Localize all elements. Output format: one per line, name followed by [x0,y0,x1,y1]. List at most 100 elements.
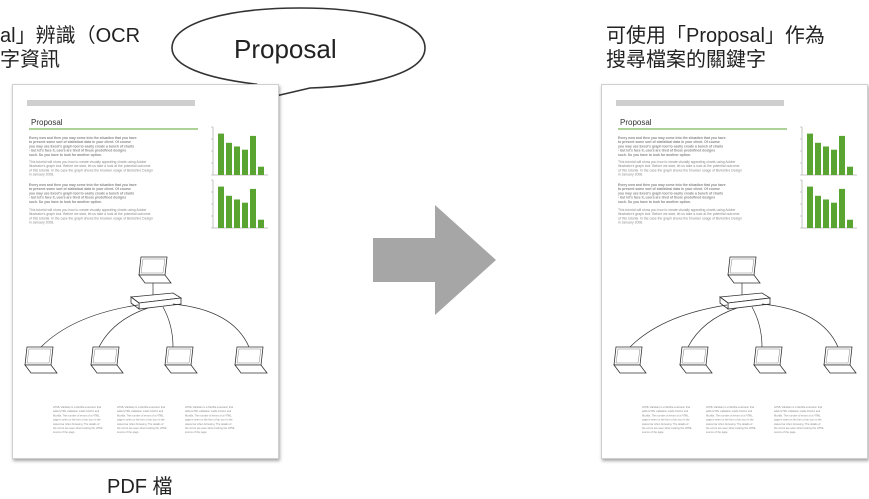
chart-bar [815,195,821,228]
doc-text-line: in January 2008. [29,173,54,177]
chart-bar [226,142,232,175]
column-text-line: source of the page. [117,430,139,434]
bar-chart-1 [211,126,268,176]
column-text-line: source of the page. [774,430,796,434]
doc-text-line: in January 2008. [29,221,54,225]
laptop-icon [90,346,124,374]
ocr-caption: al」辨識（OCR 字資訊 [0,25,141,71]
column-text-line: source of the page. [706,430,728,434]
doc-text-line: This tutorial will show you how to creat… [618,208,735,212]
laptop-icon [823,346,857,374]
doc-text-line: to present some sort of statistical data… [618,140,720,144]
column-text-line: the errors are seen when looking the HTM… [53,426,103,430]
column-text-line: Mozilla. The number of errors of a HTML [117,413,164,417]
doc-text-line: - but let's face it, users are tired of … [618,149,715,153]
column-text-line: adds HTML validation inside Firefox and [706,409,753,413]
doc-text: Every now and then you may come into the… [29,136,153,225]
doc-title: Proposal [31,118,63,127]
chart-bar [831,202,837,228]
chart-bar [234,146,240,175]
doc-text-line: to present some sort of statistical data… [29,140,131,144]
doc-text-line: of this tutorial. In the case the graph … [618,216,742,220]
column-text-line: page is seen on the form of an icon in t… [706,418,754,422]
column-text-line: page is seen on the form of an icon in t… [185,418,233,422]
column-text-line: page is seen on the form of an icon in t… [53,418,101,422]
doc-text-line: Every now and then you may come into the… [618,136,726,140]
chart-bar [250,135,256,175]
column-text-line: source of the page. [642,430,664,434]
bar-chart-2 [211,179,268,229]
column-text-line: Mozilla. The number of errors of a HTML [642,413,689,417]
doc-columns: HTML Validator is a Mozilla extension th… [53,405,235,434]
doc-text-line: such. So you have to look for another op… [618,200,691,204]
network-switch-icon [129,292,183,310]
column-text-line: page is seen on the form of an icon in t… [774,418,822,422]
doc-text-line: you may use Excel's graph tool to easily… [618,191,723,195]
column-text-line: Mozilla. The number of errors of a HTML [185,413,232,417]
column-text-line: HTML Validator is a Mozilla extension th… [117,405,165,409]
laptop-icon [679,346,713,374]
doc-text-line: of this tutorial. In the case the graph … [29,168,153,172]
chart-bar [847,219,853,228]
doc-text-line: in January 2008. [618,173,643,177]
column-text-line: page is seen on the form of an icon in t… [117,418,165,422]
chart-bar [242,149,248,175]
doc-text-line: of this tutorial. In the case the graph … [29,216,153,220]
column-text-line: HTML Validator is a Mozilla extension th… [774,405,822,409]
column-text-line: status bar when browsing. The details of [53,422,100,426]
doc-text-line: This tutorial will show you how to creat… [29,160,146,164]
doc-text-line: This tutorial will show you how to creat… [29,208,146,212]
chart-bar [823,199,829,228]
doc-text-line: such. So you have to look for another op… [29,200,102,204]
bubble-text: Proposal [234,34,337,64]
chart-bar [250,188,256,228]
column-text-line: the errors are seen when looking the HTM… [774,426,824,430]
column-text-line: source of the page. [185,430,207,434]
doc-text-line: such. So you have to look for another op… [618,153,691,157]
doc-text: Every now and then you may come into the… [618,136,742,225]
column-text-line: adds HTML validation inside Firefox and [117,409,164,413]
column-text-line: page is seen on the form of an icon in t… [642,418,690,422]
chart-bar [218,186,224,228]
column-text-line: HTML Validator is a Mozilla extension th… [53,405,101,409]
column-text-line: status bar when browsing. The details of [185,422,232,426]
column-text-line: source of the page. [53,430,75,434]
network-switch-icon [718,292,772,310]
laptop-icon [138,256,172,284]
doc-text-line: This tutorial will show you how to creat… [618,160,735,164]
column-text-line: adds HTML validation inside Firefox and [774,409,821,413]
column-text-line: the errors are seen when looking the HTM… [117,426,167,430]
doc-text-line: such. So you have to look for another op… [29,153,102,157]
column-text-line: adds HTML validation inside Firefox and [53,409,100,413]
doc-text-line: Every now and then you may come into the… [29,183,137,187]
chart-bar [218,133,224,175]
doc-text-line: Illustrator's graph tool. Before we star… [618,212,740,216]
column-text-line: status bar when browsing. The details of [642,422,689,426]
doc-text-line: - but let's face it, users are tired of … [29,149,126,153]
column-text-line: Mozilla. The number of errors of a HTML [53,413,100,417]
chart-bar [807,186,813,228]
laptop-icon [164,346,198,374]
doc-text-line: you may use Excel's graph tool to easily… [29,144,134,148]
column-text-line: HTML Validator is a Mozilla extension th… [185,405,233,409]
laptop-icon [24,346,58,374]
chart-bar [831,149,837,175]
doc-columns: HTML Validator is a Mozilla extension th… [642,405,824,434]
network-diagram [613,256,857,374]
pdf-file-label: PDF 檔 [107,476,173,498]
column-text-line: the errors are seen when looking the HTM… [642,426,692,430]
doc-text-line: - but let's face it, users are tired of … [29,196,126,200]
column-text-line: the errors are seen when looking the HTM… [185,426,235,430]
doc-text-line: to present some sort of statistical data… [29,187,131,191]
column-text-line: adds HTML validation inside Firefox and [642,409,689,413]
doc-text-line: you may use Excel's graph tool to easily… [618,144,723,148]
laptop-icon [234,346,268,374]
laptop-icon [727,256,761,284]
column-text-line: the errors are seen when looking the HTM… [706,426,756,430]
chart-bar [815,142,821,175]
network-cables [629,283,839,348]
doc-text-line: Every now and then you may come into the… [618,183,726,187]
column-text-line: status bar when browsing. The details of [117,422,164,426]
chart-bar [807,133,813,175]
chart-bar [847,166,853,175]
